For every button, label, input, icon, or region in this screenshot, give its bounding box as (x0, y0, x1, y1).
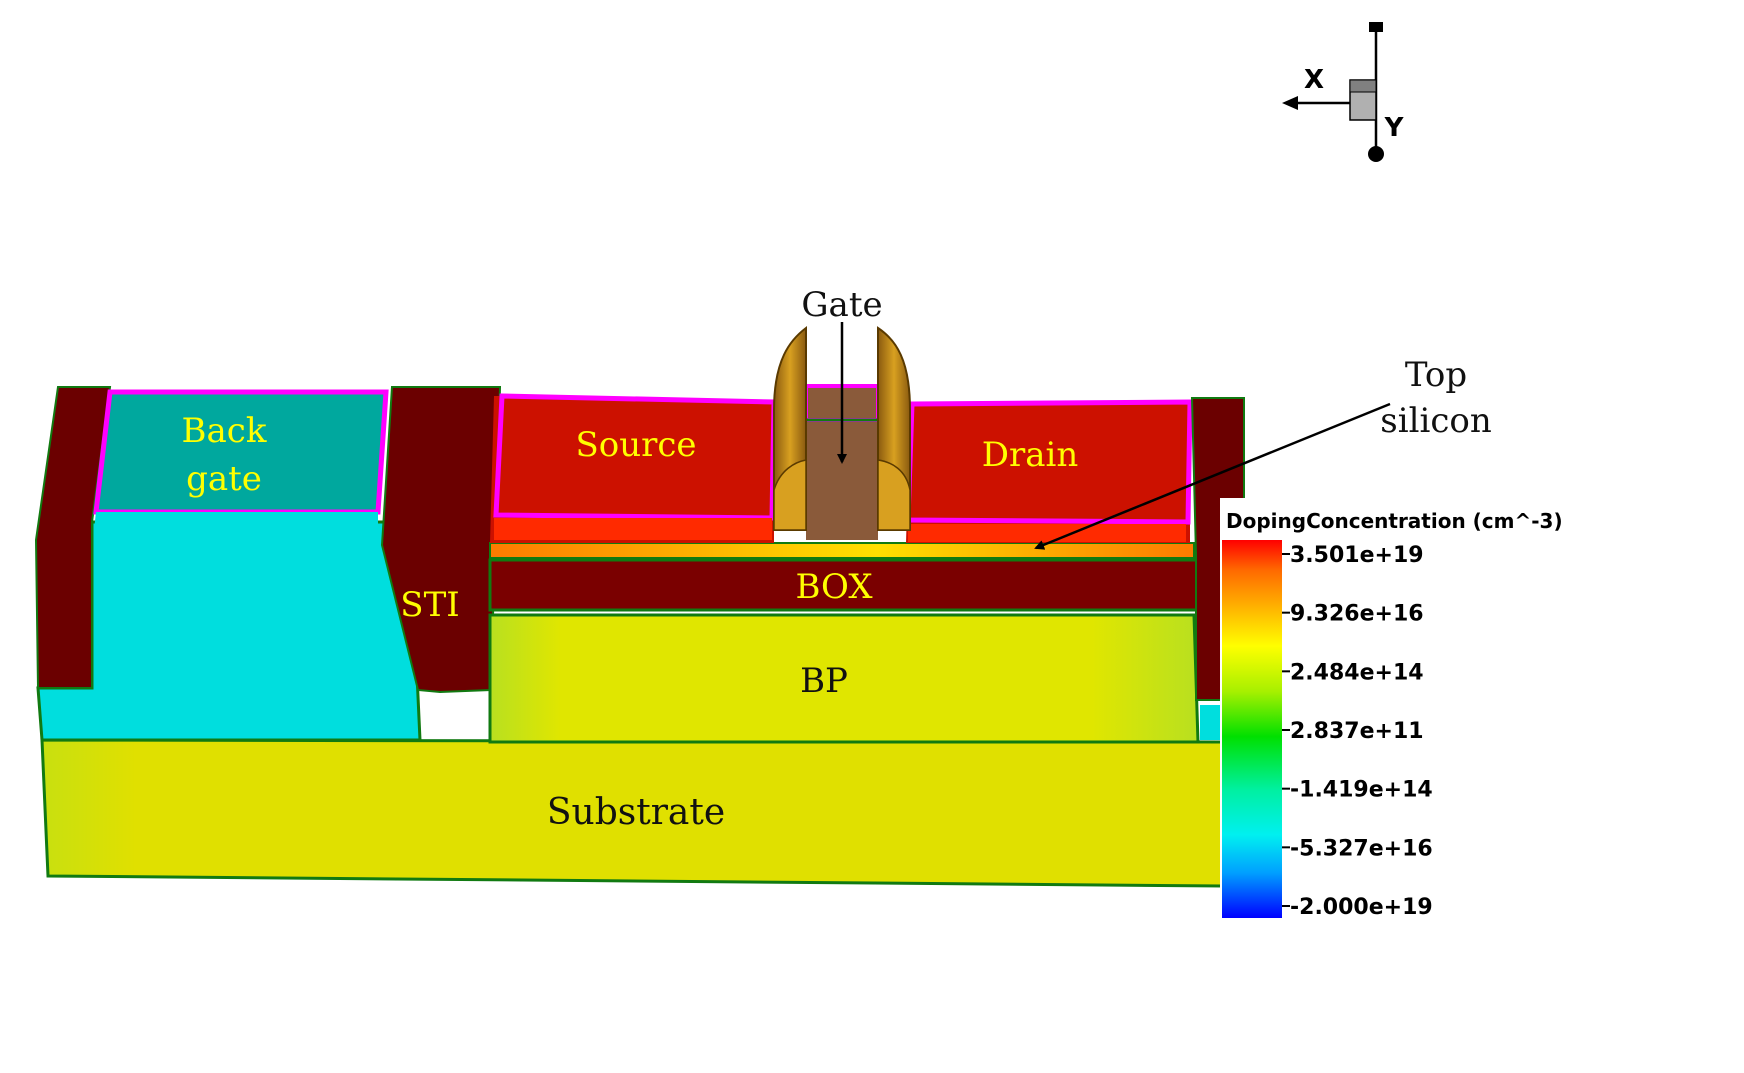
box-label: BOX (795, 567, 873, 607)
legend-tick-label: 2.484e+14 (1290, 660, 1424, 685)
back-gate-label-line2: gate (186, 459, 262, 499)
back-gate-label-line1: Back (182, 411, 267, 451)
drain-label: Drain (982, 435, 1079, 475)
substrate-label: Substrate (547, 792, 725, 833)
legend-tick-label: 2.837e+11 (1290, 719, 1424, 744)
gate-label: Gate (801, 285, 882, 325)
source-region (490, 393, 777, 543)
gate-spacer-right (877, 326, 911, 531)
legend-title: DopingConcentration (cm^-3) (1226, 509, 1563, 533)
top-silicon-label-line2: silicon (1380, 401, 1491, 441)
source-label: Source (575, 425, 696, 465)
bp-region (488, 613, 1200, 744)
gate-spacer-left (773, 325, 807, 531)
top-silicon-layer (489, 542, 1195, 559)
back-gate-well-region (36, 520, 422, 742)
back-gate-pad (93, 389, 389, 530)
left-sti-region (34, 386, 112, 689)
bp-label: BP (800, 661, 848, 701)
top-silicon-label-line1: Top (1405, 355, 1467, 395)
legend-tick-label: -1.419e+14 (1290, 778, 1433, 803)
legend-color-bar (1222, 540, 1282, 918)
top-silicon-arrow (1034, 402, 1391, 550)
legend-tick-label: 9.326e+16 (1290, 602, 1424, 627)
legend-tick-label: 3.501e+19 (1290, 543, 1424, 568)
axis-x-label: X (1304, 65, 1324, 95)
sti-label: STI (400, 585, 459, 625)
axes-triad: X Y (1282, 22, 1405, 162)
legend-tick-label: -2.000e+19 (1290, 895, 1433, 920)
legend-tick-label: -5.327e+16 (1290, 836, 1433, 861)
axis-y-label: Y (1384, 113, 1405, 143)
color-legend: DopingConcentration (cm^-3) 3.501e+19 9.3… (1220, 498, 1563, 928)
legend-ticks: 3.501e+19 9.326e+16 2.484e+14 2.837e+11 -1.4… (1282, 543, 1433, 920)
